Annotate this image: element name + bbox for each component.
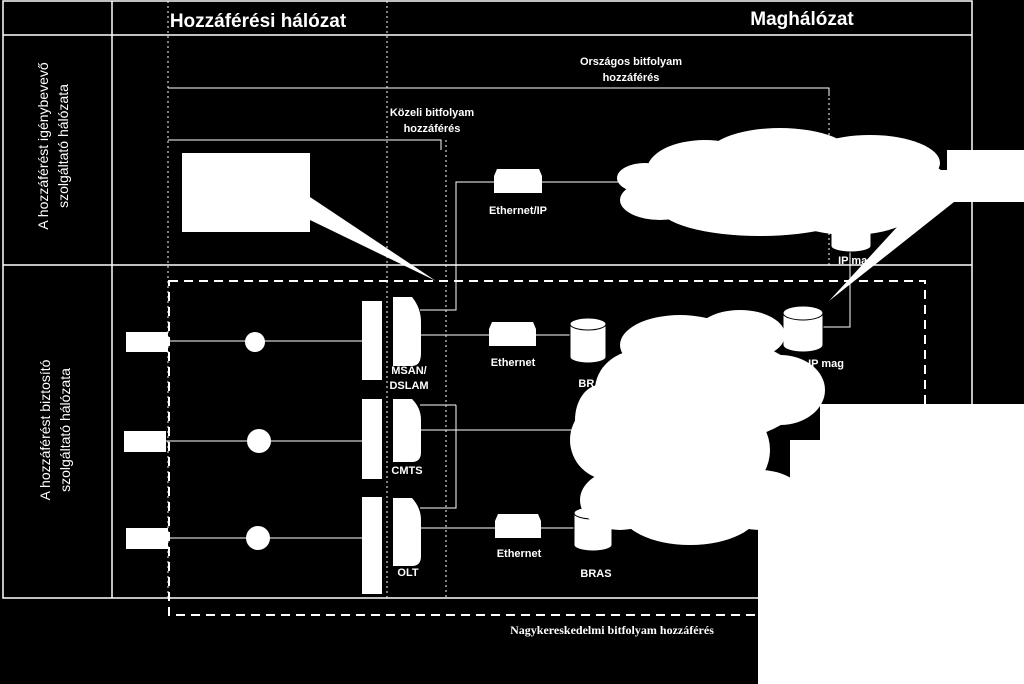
msan-label-1: MSAN/ (391, 365, 426, 377)
terminal-2 (124, 431, 166, 452)
frame-1 (362, 301, 382, 380)
cmts-device (393, 399, 421, 462)
olt-label: OLT (397, 567, 418, 579)
local-bitstream-label-1: Közeli bitfolyam (390, 107, 475, 119)
splitter-2 (247, 429, 271, 453)
cmts-label: CMTS (391, 465, 422, 477)
dotted-guides (167, 1, 830, 600)
wholesale-bitstream-label: Nagykereskedelmi bitfolyam hozzáférés (510, 623, 714, 637)
terminal-3 (126, 528, 168, 549)
bras-label-1: BRAS (578, 378, 609, 390)
splitter-1 (245, 332, 265, 352)
core-cloud-top (617, 128, 950, 236)
ethernet-switches (489, 169, 542, 538)
row-label-top-line2: szolgáltató hálózata (55, 84, 71, 208)
national-bitstream-label-1: Országos bitfolyam (580, 56, 682, 68)
callout-right-top (829, 150, 1024, 301)
local-bitstream-label-2: hozzáférés (404, 123, 461, 135)
row-label-bottom-line2: szolgáltató hálózata (57, 368, 73, 492)
access-network-header: Hozzáférési hálózat (170, 11, 347, 32)
ethernet-switch-1 (489, 322, 536, 346)
bras-1 (569, 317, 607, 364)
core-network-header: Maghálózat (750, 9, 854, 30)
msan-dslam-device (393, 297, 421, 366)
table-grid (2, 0, 973, 599)
row-label-bottom-line1: A hozzáférést biztosító (37, 359, 53, 500)
ip-core-cylinder (782, 305, 824, 353)
ethernet-ip-switch (494, 169, 542, 193)
core-cloud-bottom (570, 310, 825, 545)
access-devices (393, 297, 421, 566)
row-label-requesting-provider: A hozzáférést igénybevevő szolgáltató há… (35, 62, 71, 230)
distribution-frames (362, 301, 382, 594)
splitters (245, 332, 271, 550)
ethernet-label-1: Ethernet (491, 357, 536, 369)
ethernet-switch-2 (495, 514, 541, 538)
subscriber-terminals (124, 332, 168, 549)
ethernet-label-2: Ethernet (497, 548, 542, 560)
frame-2 (362, 399, 382, 479)
bras-label-2: BRAS (580, 568, 611, 580)
callout-right-bottom (758, 404, 1024, 684)
connection-lines (166, 181, 851, 539)
msan-label-2: DSLAM (389, 380, 428, 392)
ethernet-ip-label: Ethernet/IP (489, 205, 547, 217)
terminal-1 (126, 332, 168, 352)
splitter-3 (246, 526, 270, 550)
callout-left (182, 153, 436, 281)
national-bitstream-label-2: hozzáférés (603, 72, 660, 84)
olt-device (393, 498, 421, 566)
row-label-providing-provider: A hozzáférést biztosító szolgáltató háló… (37, 359, 73, 500)
row-label-top-line1: A hozzáférést igénybevevő (35, 62, 51, 230)
frame-3 (362, 497, 382, 594)
ip-core-label: IP mag (808, 358, 844, 370)
bitstream-brackets (168, 87, 830, 150)
